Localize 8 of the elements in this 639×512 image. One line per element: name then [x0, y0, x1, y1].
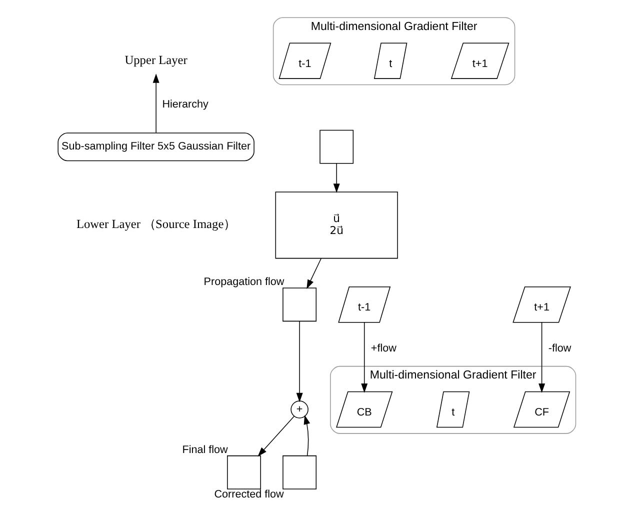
edge-label: +flow: [370, 342, 396, 354]
label: Lower Layer （Source Image）: [76, 217, 236, 232]
node-label: Corrected flow: [214, 488, 284, 501]
node-label: Final flow: [182, 444, 228, 456]
node-label: Propagation flow: [203, 276, 284, 288]
node-text: Upper Layer: [124, 52, 187, 67]
edge-label: Hierarchy: [162, 98, 208, 111]
edge-label: -flow: [548, 342, 571, 354]
